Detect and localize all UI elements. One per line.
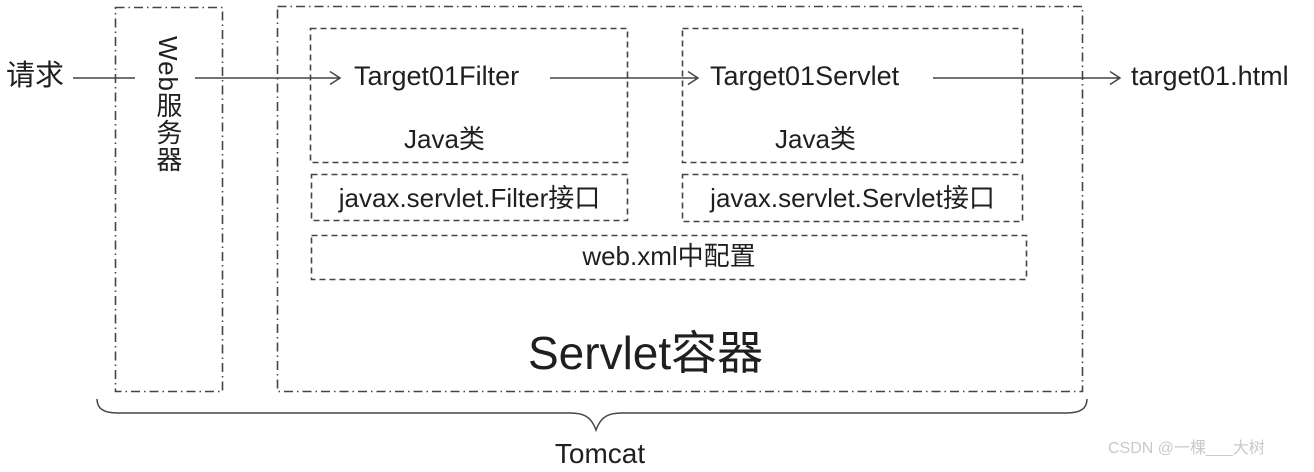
tomcat-brace <box>96 398 1088 433</box>
request-label: 请求 <box>6 60 65 92</box>
filter-class-title: Target01Filter <box>354 61 520 91</box>
servlet-class-box <box>681 27 1024 164</box>
webxml-config-label: web.xml中配置 <box>582 241 756 271</box>
servlet-container-title: Servlet容器 <box>528 327 764 379</box>
filter-interface-label: javax.servlet.Filter接口 <box>338 183 601 213</box>
servlet-java-type-label: Java类 <box>775 124 856 154</box>
filter-java-type-label: Java类 <box>404 124 485 154</box>
servlet-container-box <box>276 5 1084 393</box>
servlet-class-title: Target01Servlet <box>710 61 900 91</box>
filter-class-box <box>309 27 629 164</box>
web-server-label: Web服务器 <box>152 36 183 173</box>
webxml-config-box <box>310 234 1028 281</box>
arrow-webserver-to-filter <box>195 70 342 86</box>
output-page-label: target01.html <box>1131 61 1289 91</box>
servlet-interface-label: javax.servlet.Servlet接口 <box>710 183 995 213</box>
servlet-interface-box <box>681 173 1024 223</box>
csdn-watermark: CSDN @一棵___大树 <box>1108 440 1265 457</box>
tomcat-label: Tomcat <box>554 438 646 469</box>
filter-interface-box <box>310 173 629 222</box>
arrow-filter-to-servlet <box>550 70 700 86</box>
arrow-servlet-to-output <box>933 70 1122 86</box>
web-server-box <box>114 6 224 393</box>
